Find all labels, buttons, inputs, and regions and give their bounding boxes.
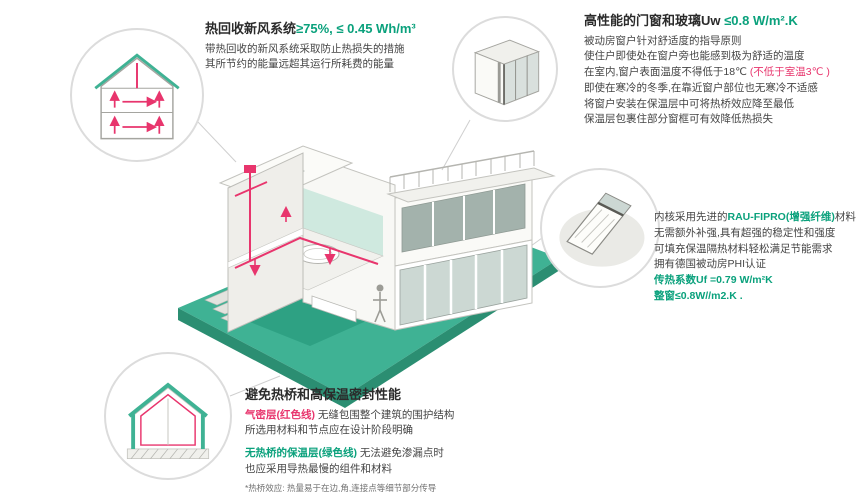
- section-cut-face: [227, 152, 304, 333]
- windows-line-3-text: 在室内,窗户表面温度不得低于18℃: [584, 66, 750, 79]
- windows-title-value: ≤0.8 W/m².K: [724, 13, 798, 28]
- heat-recovery-line-1: 带热回收的新风系统采取防止热损失的措施: [205, 42, 405, 55]
- airtight-layer-line-2: 所选用材料和节点应在设计阶段明确: [245, 424, 413, 437]
- heat-recovery-line-2: 其所节约的能量远超其运行所耗费的能量: [205, 58, 394, 71]
- profile-line-1: 内核采用先进的RAU-FIPRO(增强纤维)材料: [654, 210, 862, 226]
- airtight-layer-line: 气密层(红色线) 无缝包围整个建筑的围护结构: [245, 408, 550, 424]
- frame-profile-section: 内核采用先进的RAU-FIPRO(增强纤维)材料 无需额外补强,具有超强的稳定性…: [654, 210, 862, 305]
- house-section-insulation-icon: [126, 382, 210, 460]
- callout-ventilation-circle: [70, 28, 204, 162]
- airtight-layer-text: 无缝包围整个建筑的围护结构: [315, 408, 455, 421]
- window-profile-icon: [559, 192, 645, 267]
- thermal-bridge-section: 避免热桥和高保温密封性能 气密层(红色线) 无缝包围整个建筑的围护结构 所选用材…: [245, 386, 550, 492]
- windows-line-5: 将窗户安装在保温层中可将热桥效应降至最低: [584, 97, 794, 110]
- ventilation-ducts: [234, 165, 379, 277]
- windows-line-3: 在室内,窗户表面温度不得低于18℃ (不低于室温3℃ ): [584, 65, 862, 81]
- profile-line-4: 拥有德国被动房PHI认证: [654, 258, 767, 271]
- profile-line-1-tail: 材料: [834, 211, 856, 223]
- profile-line-1-text: 内核采用先进的: [654, 211, 728, 223]
- windows-line-3-note: (不低于室温3℃ ): [749, 66, 830, 79]
- wing-glazed-wall: [394, 239, 533, 331]
- windows-line-4: 即使在寒冷的冬季,在靠近窗户部位也无寒冷不适感: [584, 81, 818, 94]
- profile-material-name: RAU-FIPRO(增强纤维): [727, 211, 835, 223]
- windows-title-text: 高性能的门窗和玻璃Uw: [584, 13, 725, 28]
- callout-frame-profile-circle: [540, 168, 660, 288]
- thermal-bridge-title: 避免热桥和高保温密封性能: [245, 387, 402, 402]
- insulation-layer-line: 无热桥的保温层(绿色线) 无法避免渗漏点时: [245, 446, 550, 462]
- heat-recovery-section: 热回收新风系统≥75%, ≤ 0.45 Wh/m³ 带热回收的新风系统采取防止热…: [205, 20, 473, 73]
- thermal-bridge-footnote: *热桥效应: 热量易于在边,角,连接点等细节部分传导: [245, 482, 437, 492]
- callout-window-corner-circle: [452, 16, 558, 122]
- window-corner-detail-icon: [473, 39, 541, 106]
- kitchen-counter: [311, 295, 357, 323]
- person-figure: [373, 284, 387, 323]
- insulation-layer-line-2: 也应采用导热最慢的组件和材料: [245, 462, 392, 475]
- windows-section: 高性能的门窗和玻璃Uw ≤0.8 W/m².K 被动房窗户针对舒适度的指导原则 …: [584, 12, 862, 128]
- callout-insulation-circle: [104, 352, 232, 480]
- windows-line-6: 保温层包裹住部分窗框可有效降低热损失: [584, 113, 773, 126]
- windows-title: 高性能的门窗和玻璃Uw ≤0.8 W/m².K: [584, 12, 862, 30]
- heat-recovery-title-value: ≥75%, ≤ 0.45 Wh/m³: [296, 21, 416, 36]
- profile-uf-value: 传热系数Uf =0.79 W/m²K: [654, 274, 773, 286]
- spacer: [245, 439, 550, 446]
- insulation-layer-label: 无热桥的保温层(绿色线): [245, 447, 357, 460]
- windows-line-2: 使住户即使处在窗户旁也能感到极为舒适的温度: [584, 50, 805, 63]
- insulation-layer-text: 无法避免渗漏点时: [357, 447, 444, 460]
- heat-recovery-title-text: 热回收新风系统: [205, 21, 297, 36]
- house-section-ventilation-icon: [94, 53, 180, 140]
- airtight-layer-label: 气密层(红色线): [245, 408, 315, 421]
- profile-uw-value: 整窗≤0.8W//m2.K .: [654, 289, 743, 302]
- profile-line-3: 可填充保温隔热材料轻松满足节能需求: [654, 242, 833, 255]
- windows-line-1: 被动房窗户针对舒适度的指导原则: [584, 34, 742, 47]
- house-cutaway: [218, 145, 556, 333]
- profile-line-2: 无需额外补强,具有超强的稳定性和强度: [654, 226, 836, 239]
- heat-recovery-title: 热回收新风系统≥75%, ≤ 0.45 Wh/m³: [205, 20, 473, 38]
- roof-terrace: [386, 150, 556, 203]
